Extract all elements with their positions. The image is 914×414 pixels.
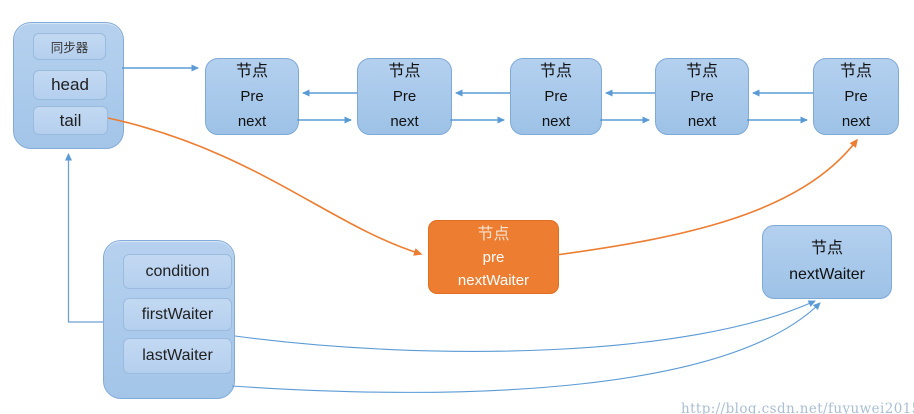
node-next-field: next xyxy=(541,113,571,130)
node-next-waiter-field: nextWaiter xyxy=(457,271,530,289)
node-label: 节点 xyxy=(477,225,510,243)
watermark: http://blog.csdn.net/fuyuwei2015 xyxy=(681,401,914,414)
node-pre-field: Pre xyxy=(240,88,264,105)
node-pre-field: Pre xyxy=(392,88,417,105)
first-waiter-arrow xyxy=(234,300,816,352)
condition-field: condition xyxy=(123,254,232,289)
node-next-field: next xyxy=(237,113,267,130)
node-next-field: next xyxy=(687,113,717,130)
queue-node-5: 节点 Pre next xyxy=(813,58,899,135)
node-label: 节点 xyxy=(539,63,572,80)
synchronizer-box: 同步器 head tail xyxy=(13,22,124,149)
last-waiter-arrow xyxy=(231,302,821,393)
first-waiter-field: firstWaiter xyxy=(123,298,232,331)
node-pre-field: Pre xyxy=(844,88,868,105)
queue-node-2: 节点 Pre next xyxy=(357,58,452,135)
last-waiter-field: lastWaiter xyxy=(123,338,232,374)
synchronizer-title: 同步器 xyxy=(33,33,106,60)
node-label: 节点 xyxy=(235,63,268,80)
node-next-field: next xyxy=(390,113,419,130)
tail-field: tail xyxy=(33,106,108,135)
node-label: 节点 xyxy=(388,63,421,80)
tail-to-waiting-node-arrow xyxy=(107,117,423,256)
head-field: head xyxy=(33,70,107,100)
node-label: 节点 xyxy=(810,240,843,257)
next-waiter-node: 节点 nextWaiter xyxy=(762,225,892,299)
node-label: 节点 xyxy=(685,63,718,80)
node-next-field: next xyxy=(841,113,871,130)
queue-node-3: 节点 Pre next xyxy=(510,58,602,135)
node-next-waiter-field: nextWaiter xyxy=(789,266,865,283)
queue-node-1: 节点 Pre next xyxy=(205,58,299,135)
queue-node-4: 节点 Pre next xyxy=(655,58,749,135)
node-label: 节点 xyxy=(839,63,872,80)
condition-waiting-node: 节点 pre nextWaiter xyxy=(428,220,559,294)
node-pre-field: pre xyxy=(482,248,505,266)
condition-box: condition firstWaiter lastWaiter xyxy=(103,240,235,399)
condition-to-synchronizer-arrow xyxy=(65,153,103,323)
node-pre-field: Pre xyxy=(690,88,714,105)
node-pre-field: Pre xyxy=(544,88,568,105)
